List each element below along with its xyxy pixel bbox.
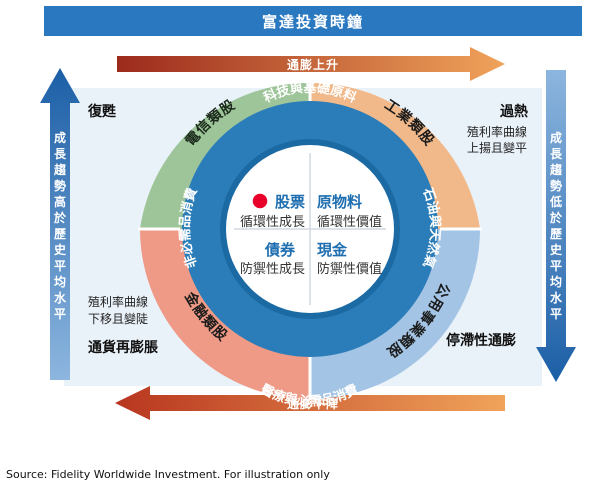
growth-below-trend-label: 成長趨勢低於歷史平均水平 (549, 130, 563, 321)
growth-below-trend-label-char: 趨 (549, 162, 563, 177)
inflation-falling-label: 通膨下降 (287, 396, 339, 411)
phase-reflation: 通貨再膨脹 (88, 339, 158, 356)
phase-overheat: 過熱 (499, 103, 528, 120)
growth-below-trend-label-char: 成 (550, 130, 562, 145)
growth-above-trend-label-char: 史 (54, 242, 67, 257)
quadrant-sub-cash: 防禦性價值 (317, 261, 382, 277)
source-note: Source: Fidelity Worldwide Investment. F… (6, 468, 330, 481)
growth-above-trend-label-char: 平 (54, 307, 66, 321)
reflation-note-line1: 殖利率曲線 (88, 294, 148, 309)
growth-below-trend-label-char: 平 (550, 259, 562, 273)
growth-above-trend-arrow (40, 68, 80, 380)
quadrant-title-cash: 現金 (317, 241, 348, 259)
inflation-falling-arrow (115, 386, 505, 420)
growth-below-trend-label-char: 水 (550, 290, 563, 305)
phase-stagflation: 停滯性通膨 (446, 332, 516, 349)
growth-above-trend-label-char: 勢 (54, 178, 66, 193)
growth-above-trend-label-char: 平 (54, 259, 66, 273)
quadrant-title-bonds: 債券 (264, 241, 296, 259)
diagram-title: 富達投資時鐘 (262, 13, 364, 31)
growth-above-trend-label-char: 均 (54, 274, 66, 289)
growth-below-trend-label-char: 史 (550, 242, 563, 257)
growth-above-trend-label-char: 長 (54, 146, 67, 161)
growth-above-trend-label-char: 水 (54, 290, 67, 305)
growth-below-trend-label-char: 低 (549, 194, 562, 209)
growth-below-trend-label-char: 均 (550, 274, 562, 289)
growth-above-trend-label-char: 成 (54, 130, 66, 145)
growth-above-trend-label-char: 高 (54, 194, 66, 209)
inflation-rising-arrow (117, 47, 505, 81)
header-bar (44, 6, 582, 36)
growth-below-trend-label-char: 歷 (550, 227, 562, 241)
growth-below-trend-label-char: 於 (550, 210, 563, 225)
overheat-note-line2: 上揚且變平 (467, 140, 527, 155)
growth-above-trend-label: 成長趨勢高於歷史平均水平 (53, 130, 67, 321)
growth-below-trend-arrow (536, 70, 576, 382)
reflation-note-line2: 下移且變陡 (88, 311, 148, 326)
growth-above-trend-label-char: 歷 (54, 227, 66, 241)
quadrant-title-stocks: 股票 (275, 193, 305, 211)
growth-below-trend-label-char: 長 (550, 146, 563, 161)
inflation-rising-label: 通膨上升 (287, 57, 339, 72)
growth-above-trend-label-char: 於 (54, 210, 67, 225)
quadrant-sub-stocks: 循環性成長 (240, 215, 305, 230)
current-position-marker (251, 192, 269, 210)
quadrant-sub-bonds: 防禦性成長 (240, 261, 305, 277)
growth-below-trend-label-char: 勢 (550, 178, 562, 193)
phase-recovery: 復甦 (87, 103, 117, 120)
growth-below-trend-label-char: 平 (550, 307, 562, 321)
quadrant-title-commodities: 原物料 (317, 193, 362, 211)
quadrant-sub-commodities: 循環性價值 (317, 214, 382, 230)
growth-above-trend-label-char: 趨 (53, 162, 67, 177)
overheat-note-line1: 殖利率曲線 (467, 124, 527, 139)
